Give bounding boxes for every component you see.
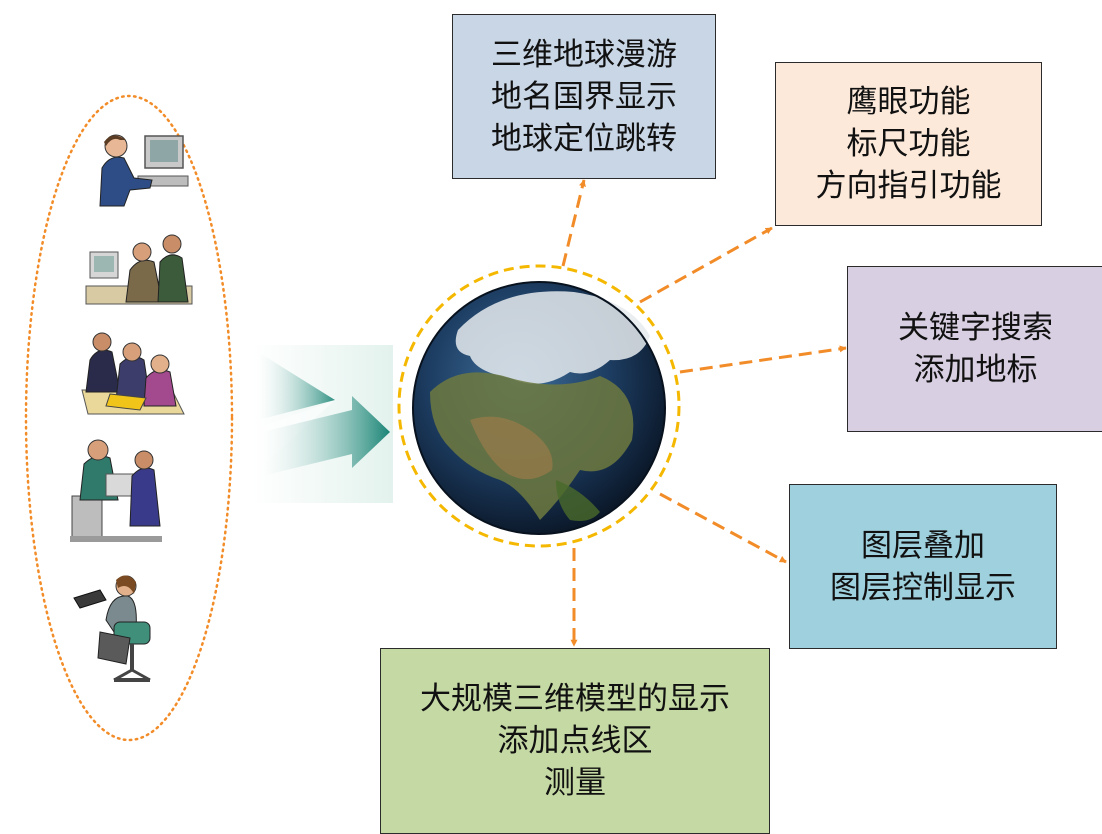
feature-line: 关键字搜索	[898, 310, 1053, 346]
feature-line: 测量	[544, 765, 606, 801]
feature-line: 地球定位跳转	[491, 120, 677, 157]
feature-line: 大规模三维模型的显示	[420, 681, 730, 717]
users-group-ellipse	[24, 94, 234, 742]
feature-box-layers: 图层叠加 图层控制显示	[789, 484, 1057, 649]
feature-box-globe-roaming: 三维地球漫游 地名国界显示 地球定位跳转	[452, 14, 716, 179]
feature-line: 方向指引功能	[815, 168, 1002, 204]
office-worker-at-computer-icon	[99, 134, 189, 207]
feature-box-3d-models: 大规模三维模型的显示 添加点线区 测量	[380, 648, 770, 834]
arrow-to-hawk	[639, 226, 773, 304]
feature-box-search-landmark: 关键字搜索 添加地标	[847, 266, 1102, 432]
two-colleagues-discussing-icon	[70, 439, 162, 542]
team-meeting-icon	[81, 332, 185, 415]
arrow-to-roam	[561, 179, 586, 267]
arrow-to-search	[679, 345, 847, 374]
feature-line: 鹰眼功能	[846, 84, 971, 120]
feature-line: 三维地球漫游	[491, 36, 677, 73]
feature-line: 图层控制显示	[830, 569, 1016, 606]
transition-arrow-icon	[253, 345, 393, 503]
earth-globe-icon	[397, 264, 681, 548]
two-workers-at-computer-icon	[85, 234, 193, 305]
feature-line: 添加点线区	[497, 723, 653, 759]
feature-line: 标尺功能	[846, 126, 971, 162]
woman-with-laptop-icon	[73, 575, 151, 682]
feature-line: 图层叠加	[861, 527, 985, 564]
connector-arrows	[561, 179, 847, 647]
feature-line: 地名国界显示	[491, 78, 677, 115]
feature-box-eagle-eye: 鹰眼功能 标尺功能 方向指引功能	[775, 62, 1042, 226]
arrow-to-layer	[659, 492, 787, 564]
feature-line: 添加地标	[913, 352, 1038, 388]
